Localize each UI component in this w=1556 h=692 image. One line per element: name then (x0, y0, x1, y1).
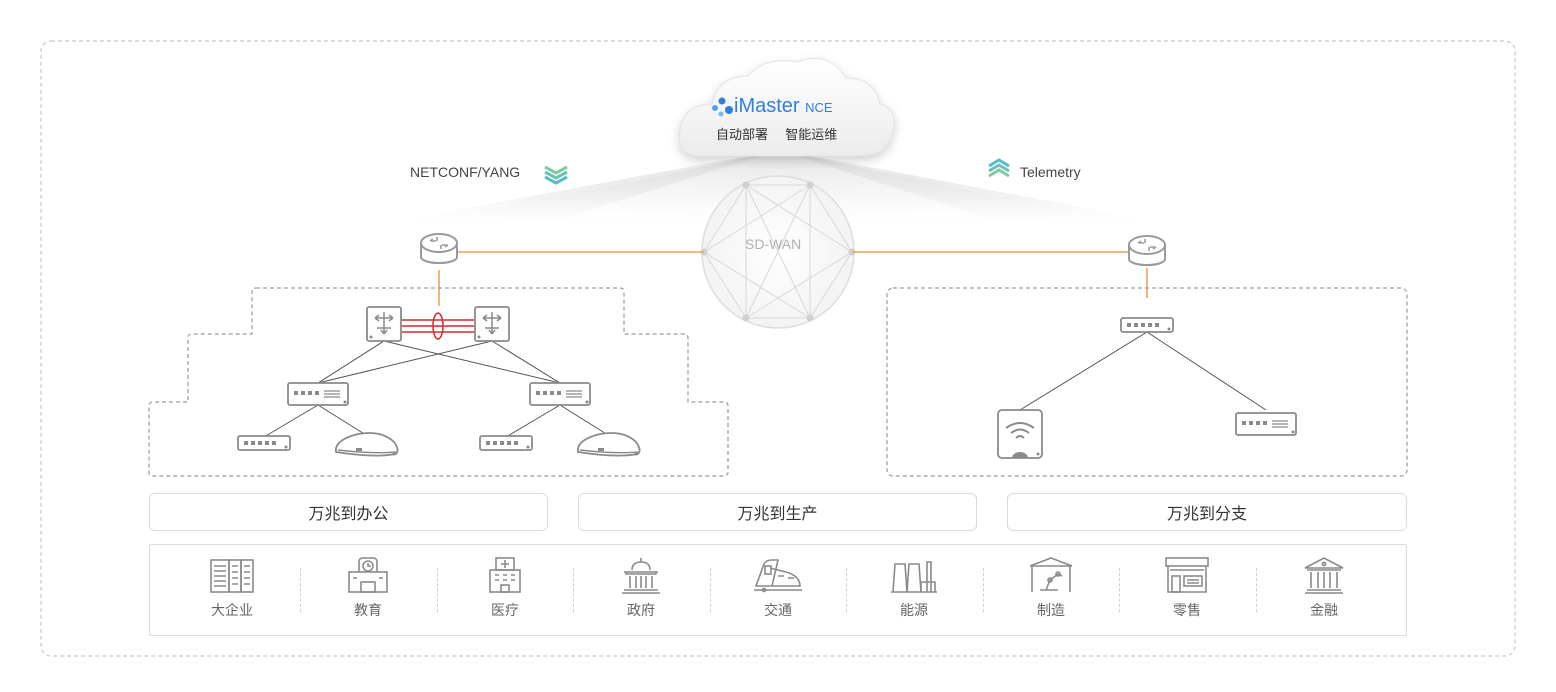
branch-wireless-ap (997, 409, 1043, 459)
industry-retail: 零售 (1142, 556, 1232, 620)
industry-label: 金融 (1310, 602, 1338, 618)
caption-intelligent-om: 智能运维 (785, 127, 838, 142)
branch-zone (886, 287, 1408, 477)
cloud-caption: 自动部署 智能运维 (716, 124, 837, 143)
industry-manufacturing: 制造 (1006, 556, 1096, 620)
scenario-office: 万兆到办公 (149, 493, 548, 531)
scenario-production: 万兆到生产 (578, 493, 977, 531)
industry-government: 政府 (596, 556, 686, 620)
industry-label: 医疗 (491, 602, 519, 618)
access-point-right (576, 432, 641, 457)
industry-label: 能源 (900, 602, 928, 618)
sd-wan-mesh (700, 175, 856, 329)
industry-label: 教育 (354, 602, 382, 618)
telemetry-chevron-icon (988, 158, 1010, 178)
industry-label: 交通 (764, 602, 792, 618)
lag-link (402, 312, 474, 340)
imaster-logo-icon (712, 97, 733, 117)
industry-medical: 医疗 (460, 556, 550, 620)
campus-zone (148, 287, 729, 477)
outer-frame (40, 40, 1516, 657)
industry-transport: 交通 (733, 556, 823, 620)
store-icon (1165, 557, 1209, 593)
industry-label: 制造 (1037, 602, 1065, 618)
control-fan-right (780, 150, 1190, 232)
bank-icon (1304, 557, 1344, 594)
telemetry-label: Telemetry (1020, 164, 1081, 180)
access-switch-left (237, 435, 291, 451)
industry-label: 零售 (1173, 602, 1201, 618)
core-switch-left (366, 306, 402, 342)
scenario-branch: 万兆到分支 (1007, 493, 1407, 531)
school-icon (348, 557, 388, 593)
industry-label: 政府 (627, 602, 655, 618)
industry-education: 教育 (323, 556, 413, 620)
branch-links (1019, 331, 1267, 411)
factory-icon (891, 561, 937, 593)
netconf-label: NETCONF/YANG (410, 164, 521, 180)
brand-title: iMaster NCE (734, 95, 833, 118)
branch-router (1128, 235, 1166, 266)
hospital-icon (489, 557, 521, 593)
brand-suffix: NCE (805, 100, 833, 115)
access-point-left (334, 432, 399, 457)
caption-auto-deploy: 自动部署 (716, 127, 769, 142)
industry-label: 大企业 (211, 602, 253, 618)
control-fan-left (360, 150, 780, 232)
industry-energy: 能源 (869, 556, 959, 620)
industry-enterprise: 大企业 (187, 556, 277, 620)
branch-access-switch (1235, 412, 1297, 436)
brand-prefix: iMaster (734, 95, 800, 117)
access-switch-right (479, 435, 533, 451)
cloud-shape (678, 58, 895, 157)
building-icon (210, 559, 254, 593)
government-icon (622, 558, 660, 594)
branch-switch (1120, 317, 1174, 333)
train-icon (754, 559, 802, 593)
sd-wan-label: SD-WAN (745, 236, 802, 252)
robot-arm-icon (1029, 557, 1073, 592)
aggregation-switch-left (287, 382, 349, 406)
core-switch-right (474, 306, 510, 342)
industry-finance: 金融 (1279, 556, 1369, 620)
aggregation-switch-right (529, 382, 591, 406)
netconf-chevron-icon (544, 165, 568, 185)
campus-links (263, 340, 609, 438)
campus-router (420, 233, 458, 264)
industry-bar (149, 544, 1407, 636)
